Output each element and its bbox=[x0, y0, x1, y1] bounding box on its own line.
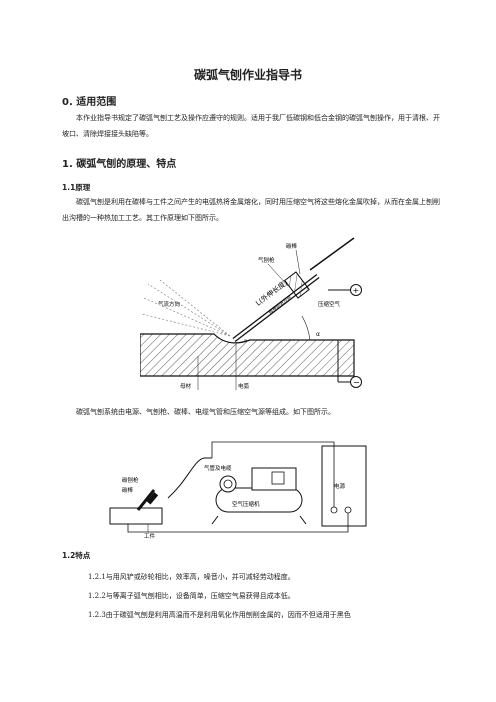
list-item-2: 1.2.2与等离子弧气刨相比，设备简单，压缩空气易获得且成本低。 bbox=[88, 592, 295, 600]
angle-label: α bbox=[316, 331, 320, 338]
section-0-heading: 0. 适用范围 bbox=[62, 97, 117, 108]
label-workpiece: 工件 bbox=[144, 532, 156, 540]
label-power: 电源 bbox=[334, 482, 346, 490]
cable-positive bbox=[211, 441, 335, 507]
system-diagram: 工件 碳刨枪 碳棒 气管及电缆 空气压缩机 电源 bbox=[109, 441, 367, 540]
principle-diagram: α 碳棒 气刨枪 气流方向 L(外伸长度) 碳棒前进方向 压缩空气 + − 母材… bbox=[140, 237, 362, 390]
section-1-2-heading: 1.2特点 bbox=[62, 551, 91, 560]
section-1-heading: 1. 碳弧气刨的原理、特点 bbox=[62, 159, 177, 170]
power-source bbox=[321, 445, 367, 527]
section-1-1-body-2: 碳弧气刨系统由电源、气刨枪、碳棒、电缆气管和压缩空气源等组成。如下图所示。 bbox=[76, 408, 335, 416]
page-title: 碳弧气刨作业指导书 bbox=[193, 68, 302, 82]
label-arc: 电弧 bbox=[238, 382, 250, 390]
gun-head bbox=[284, 271, 310, 299]
cable-negative bbox=[127, 513, 349, 533]
label-gun: 气刨枪 bbox=[258, 256, 275, 264]
positive-sign: + bbox=[353, 286, 360, 295]
negative-sign: − bbox=[353, 378, 360, 387]
positive-terminal bbox=[350, 284, 362, 296]
section-1-1-body: 碳弧气刨是利用在碳棒与工件之间产生的电弧热将金属熔化，同时用压缩空气将这些熔化金… bbox=[62, 198, 440, 222]
label-gun: 碳刨枪 bbox=[122, 476, 139, 484]
list-item-1: 1.2.1与用风铲或砂轮相比，效率高，噪音小，并可减轻劳动程度。 bbox=[88, 573, 295, 581]
section-1-1-heading: 1.1原理 bbox=[62, 183, 91, 192]
list-item-3: 1.2.3由于碳弧气刨是利用高温而不是利用氧化作用刨削金属的，因而不但适用于黑色 bbox=[88, 611, 351, 619]
label-workpiece: 母材 bbox=[180, 382, 192, 390]
label-carbon-rod: 碳棒 bbox=[286, 242, 298, 250]
label-rod: 碳棒 bbox=[122, 486, 134, 494]
air-flow-lines bbox=[141, 279, 231, 337]
workpiece-shape bbox=[140, 333, 355, 377]
label-compressed-air: 压缩空气 bbox=[318, 300, 341, 308]
label-compressor: 空气压缩机 bbox=[232, 500, 260, 508]
label-air-direction: 气流方向 bbox=[158, 300, 180, 308]
label-hose-cable: 气管及电缆 bbox=[204, 464, 232, 472]
hose-cable bbox=[167, 457, 212, 499]
system-workpiece bbox=[109, 507, 163, 525]
section-0-body: 本作业指导书规定了碳弧气刨工艺及操作应遵守的规则。适用于我厂低碳钢和低合金钢的碳… bbox=[62, 114, 440, 138]
negative-terminal bbox=[350, 376, 362, 388]
